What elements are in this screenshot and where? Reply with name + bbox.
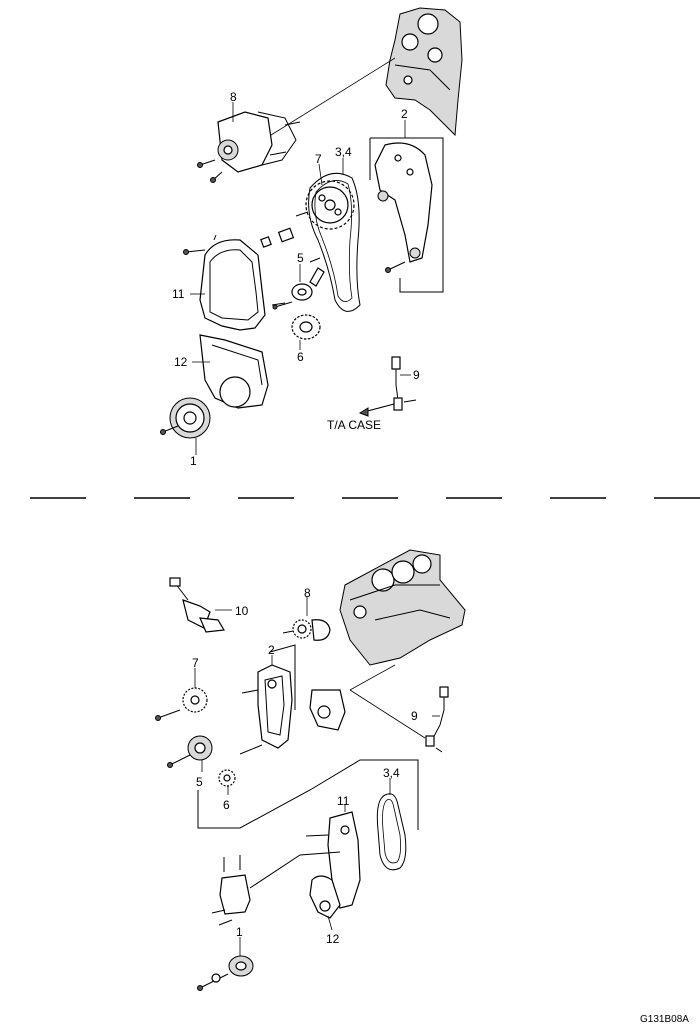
- bottom-label-6: 6: [223, 798, 230, 812]
- bottom-timing-belt-inner: [382, 798, 401, 864]
- bottom-crank-gear: [218, 769, 236, 787]
- top-label-12: 12: [174, 355, 188, 369]
- top-camshaft-gear: [260, 180, 355, 248]
- bottom-oil-pump: [309, 689, 346, 731]
- top-water-pump: [197, 111, 301, 183]
- top-label-11: 11: [172, 287, 185, 301]
- top-label-9: 9: [413, 368, 420, 382]
- bottom-label-11: 11: [337, 794, 350, 808]
- bottom-label-8: 8: [304, 586, 311, 600]
- top-label-2: 2: [401, 107, 408, 121]
- bottom-label-9: 9: [411, 709, 418, 723]
- bottom-front-upper-cover: [305, 811, 361, 909]
- bottom-mount-bracket: [211, 851, 341, 926]
- top-label-5: 5: [297, 251, 304, 265]
- bottom-water-pump: [282, 619, 331, 641]
- bottom-cam-gear: [155, 687, 208, 721]
- top-front-lower-cover: [199, 334, 269, 409]
- bottom-label-34: 3,4: [383, 766, 400, 780]
- top-label-1: 1: [190, 454, 197, 468]
- bottom-bracket-line: [197, 759, 419, 830]
- top-label-34: 3,4: [335, 145, 352, 159]
- bottom-label-12: 12: [326, 932, 340, 946]
- top-tensioner: [272, 257, 325, 310]
- top-diagram: 8 2 3,4 7 5 11 6 12 9 T/A CASE 1: [160, 7, 463, 468]
- bottom-label-1: 1: [236, 925, 243, 939]
- top-label-ta-case: T/A CASE: [327, 418, 381, 432]
- top-crank-gear: [291, 314, 321, 340]
- top-timing-belt-inner: [314, 180, 353, 302]
- bottom-sensor-9: [349, 664, 449, 753]
- top-engine-block: [385, 7, 463, 137]
- figure-code: G131B08A: [640, 1014, 689, 1025]
- top-timing-belt: [308, 172, 361, 312]
- bottom-sensor-10: [169, 577, 232, 633]
- bottom-label-2: 2: [268, 643, 275, 657]
- top-front-upper-cover: [183, 234, 286, 331]
- bottom-tensioner: [167, 735, 213, 768]
- top-label-6: 6: [297, 350, 304, 364]
- top-sensor: [358, 356, 417, 417]
- bottom-front-lower-cover: [309, 875, 341, 919]
- top-crank-pulley: [160, 397, 211, 439]
- bottom-engine-block: [339, 549, 466, 666]
- top-leader-8-to-block: [254, 57, 396, 146]
- bottom-diagram: 8 10 2 7 9 3,4 5 11 6 1 12: [155, 549, 466, 991]
- bottom-label-5: 5: [196, 775, 203, 789]
- bottom-crank-pulley: [197, 955, 254, 991]
- bottom-label-7: 7: [192, 656, 199, 670]
- top-rear-cover: [369, 137, 444, 293]
- top-label-8: 8: [230, 90, 237, 104]
- top-label-7: 7: [315, 152, 322, 166]
- bottom-timing-belt: [376, 793, 407, 871]
- bottom-rear-cover: [239, 644, 296, 755]
- bottom-label-10: 10: [235, 604, 249, 618]
